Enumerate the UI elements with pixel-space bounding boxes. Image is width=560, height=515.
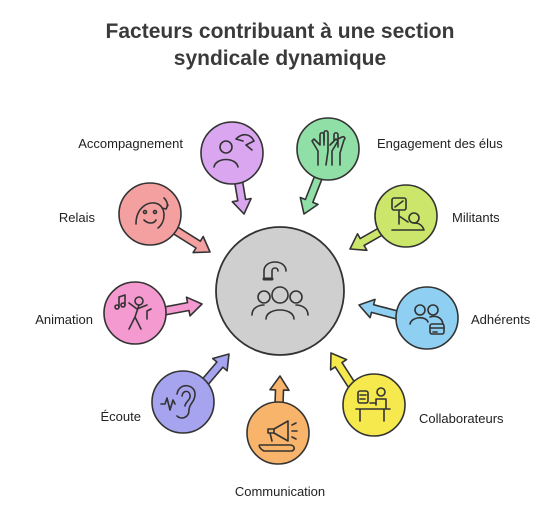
factor-node: Militants xyxy=(349,184,500,252)
factor-circle xyxy=(200,121,264,185)
title-line-2: syndicale dynamique xyxy=(173,47,387,70)
support-person-icon xyxy=(213,133,255,168)
factor-label: Collaborateurs xyxy=(419,411,504,426)
factor-circle xyxy=(118,182,182,246)
protest-sign-icon xyxy=(391,197,425,231)
factor-circle xyxy=(395,286,459,350)
factor-circle xyxy=(246,401,310,465)
factor-circle xyxy=(374,184,438,248)
factor-node: Animation xyxy=(35,281,203,345)
raised-hands-icon xyxy=(311,129,346,166)
factor-circle xyxy=(151,370,215,434)
diagram-title: Facteurs contribuant à une section syndi… xyxy=(0,18,560,72)
factor-label: Animation xyxy=(35,312,93,327)
factor-label: Militants xyxy=(452,210,500,225)
factor-circle xyxy=(342,373,406,437)
factor-node: Écoute xyxy=(101,353,230,434)
factor-label: Relais xyxy=(59,210,96,225)
factor-node: Communication xyxy=(235,375,325,499)
title-line-1: Facteurs contribuant à une section xyxy=(105,20,455,43)
factor-label: Engagement des élus xyxy=(377,136,503,151)
factor-node: Collaborateurs xyxy=(329,352,504,437)
factor-label: Communication xyxy=(235,484,325,499)
factor-node: Relais xyxy=(59,182,211,254)
central-hub xyxy=(215,226,345,356)
factor-label: Adhérents xyxy=(471,312,531,327)
factor-circle xyxy=(103,281,167,345)
music-dancer-icon xyxy=(114,294,152,330)
factor-label: Écoute xyxy=(101,409,141,424)
relay-face-icon xyxy=(135,197,169,229)
factor-node: Adhérents xyxy=(358,286,531,350)
factor-node: Accompagnement xyxy=(78,121,264,215)
team-magnet-icon xyxy=(251,261,309,320)
factor-label: Accompagnement xyxy=(78,136,183,151)
factor-node: Engagement des élus xyxy=(296,117,503,215)
ear-icon xyxy=(160,384,196,419)
members-card-icon xyxy=(409,304,445,335)
megaphone-icon xyxy=(258,420,298,452)
collaborator-desk-icon xyxy=(355,387,391,422)
